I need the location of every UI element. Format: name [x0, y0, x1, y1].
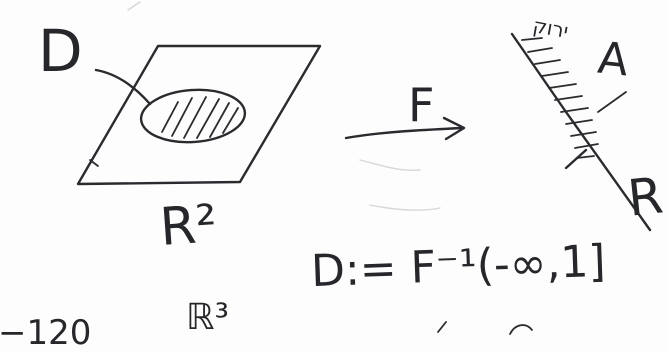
point-one-tick	[564, 148, 588, 170]
smudge-mark	[359, 159, 421, 172]
label-target-r: R	[625, 166, 666, 228]
label-map-f: F	[408, 78, 435, 132]
drawing-layer	[76, 1, 652, 335]
label-set-d: D	[38, 17, 83, 85]
definition-formula: D:= F⁻¹(-∞,1]	[310, 235, 607, 298]
label-pointer-line	[94, 68, 152, 106]
bottom-left-fragment: −120	[0, 313, 92, 353]
smudge-mark	[127, 1, 141, 11]
ray-hatching	[521, 37, 599, 159]
map-arrow-head	[442, 116, 466, 141]
smudge-mark	[369, 204, 441, 211]
plane-corner-tick	[89, 159, 99, 167]
label-target-a: A	[595, 32, 631, 87]
partial-stroke	[437, 321, 447, 333]
partial-stroke	[509, 324, 533, 335]
label-a-pointer	[597, 91, 627, 113]
region-d-ellipse	[139, 88, 247, 144]
plane-parallelogram	[76, 44, 322, 186]
map-arrow-shaft	[344, 126, 464, 140]
label-hebrew-note: ירוק	[531, 13, 571, 43]
region-d-hatching	[161, 96, 239, 139]
label-domain-r2: R²	[157, 194, 220, 258]
bottom-mid-fragment: ℝ³	[186, 297, 229, 338]
